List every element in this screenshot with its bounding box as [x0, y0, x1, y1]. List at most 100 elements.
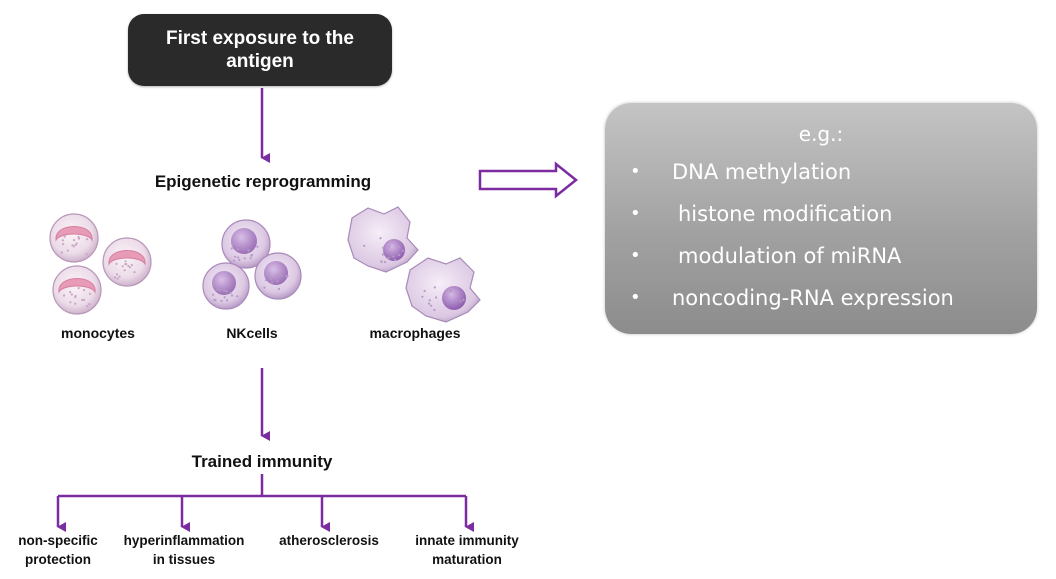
granule-dot — [69, 291, 72, 294]
granule-dot — [60, 251, 64, 254]
nk-cell — [202, 262, 250, 310]
granule-dot — [77, 287, 80, 290]
granule-dot — [267, 272, 270, 275]
nk-cell — [254, 252, 302, 300]
granule-dot — [459, 300, 462, 303]
granule-dot — [86, 305, 89, 308]
granule-dot — [276, 280, 279, 283]
monocyte-cell — [52, 265, 102, 315]
nk-cell — [221, 219, 271, 269]
granule-dot — [398, 246, 401, 249]
monocyte-cell — [102, 237, 152, 287]
granule-dot — [231, 243, 234, 246]
granule-dot — [118, 275, 121, 278]
granule-dot — [223, 289, 226, 292]
granule-dot — [263, 286, 266, 289]
trained-immunity-label: Trained immunity — [191, 452, 333, 471]
granule-dot — [230, 247, 233, 250]
granule-dot — [446, 295, 449, 298]
granule-dot — [225, 290, 228, 293]
granule-dot — [218, 289, 221, 292]
nkcells-illustration — [202, 219, 302, 310]
granule-dot — [88, 303, 91, 306]
granule-dot — [89, 292, 92, 295]
outcome-line: protection — [25, 552, 91, 567]
granule-dot — [269, 278, 272, 281]
granule-dot — [401, 249, 404, 252]
granule-dot — [462, 298, 465, 302]
outcome-hyperinflammation: hyperinflammation in tissues — [112, 531, 256, 569]
granule-dot — [74, 302, 77, 305]
granule-dot — [284, 275, 288, 278]
granule-dot — [449, 290, 452, 293]
granule-dot — [270, 281, 273, 284]
granule-dot — [430, 304, 433, 307]
granule-dot — [85, 253, 88, 256]
granule-dot — [276, 273, 279, 276]
granule-dot — [216, 288, 219, 291]
outcome-line: maturation — [432, 552, 502, 567]
granule-dot — [381, 253, 384, 256]
examples-box: e.g.: •DNA methylation •histone modifica… — [605, 103, 1037, 334]
outcome-atherosclerosis: atherosclerosis — [264, 531, 394, 550]
bullet-icon: • — [630, 161, 641, 182]
granule-dot — [236, 248, 239, 251]
granule-dot — [234, 255, 237, 258]
granule-dot — [423, 289, 426, 293]
granule-dot — [383, 260, 386, 264]
granule-dot — [238, 258, 241, 262]
granule-dot — [130, 263, 133, 267]
outcome-line: innate immunity — [415, 533, 519, 548]
granule-dot — [274, 274, 277, 277]
hollow-arrow-to-examples — [478, 161, 579, 199]
granule-dot — [214, 299, 217, 302]
granule-dot — [220, 299, 223, 302]
bullet-icon: • — [630, 287, 641, 308]
granule-dot — [115, 262, 118, 265]
granule-dot — [229, 291, 232, 294]
granule-dot — [116, 277, 119, 280]
granule-dot — [247, 249, 250, 252]
granule-dot — [124, 260, 127, 263]
macrophage-cell — [405, 257, 481, 323]
granule-dot — [233, 259, 236, 262]
granule-dot — [382, 246, 385, 249]
granule-dot — [86, 238, 89, 241]
granule-dot — [277, 287, 281, 291]
granule-dot — [243, 257, 246, 260]
granule-dot — [127, 264, 130, 267]
outcome-connector — [56, 474, 474, 532]
granule-dot — [223, 296, 226, 299]
monocytes-illustration — [49, 213, 152, 315]
outcome-innate-immunity-maturation: innate immunity maturation — [400, 531, 534, 569]
granule-dot — [69, 301, 72, 304]
granule-dot — [456, 290, 459, 293]
granule-dot — [66, 249, 69, 252]
granule-dot — [427, 302, 431, 305]
granule-dot — [123, 269, 126, 272]
examples-title: e.g.: — [798, 122, 844, 146]
granule-dot — [387, 256, 390, 259]
granule-dot — [72, 239, 76, 242]
granule-dot — [125, 263, 128, 266]
granule-dot — [128, 266, 132, 269]
granule-dot — [433, 308, 436, 312]
granule-dot — [63, 235, 66, 238]
granule-dot — [83, 298, 86, 301]
nkcells-label: NKcells — [226, 325, 278, 341]
outcome-line: atherosclerosis — [279, 533, 379, 548]
granule-dot — [115, 273, 119, 276]
first-exposure-label: First exposure to the antigen — [166, 28, 354, 72]
outcome-line: hyperinflammation — [123, 533, 245, 548]
granule-dot — [256, 245, 259, 248]
granule-dot — [380, 260, 383, 264]
bullet-icon: • — [630, 245, 641, 266]
granule-dot — [264, 279, 268, 282]
granule-dot — [133, 271, 136, 274]
granule-dot — [398, 253, 401, 257]
granule-dot — [236, 295, 239, 298]
granule-dot — [211, 293, 215, 296]
granule-dot — [82, 289, 86, 292]
granule-dot — [237, 256, 240, 259]
